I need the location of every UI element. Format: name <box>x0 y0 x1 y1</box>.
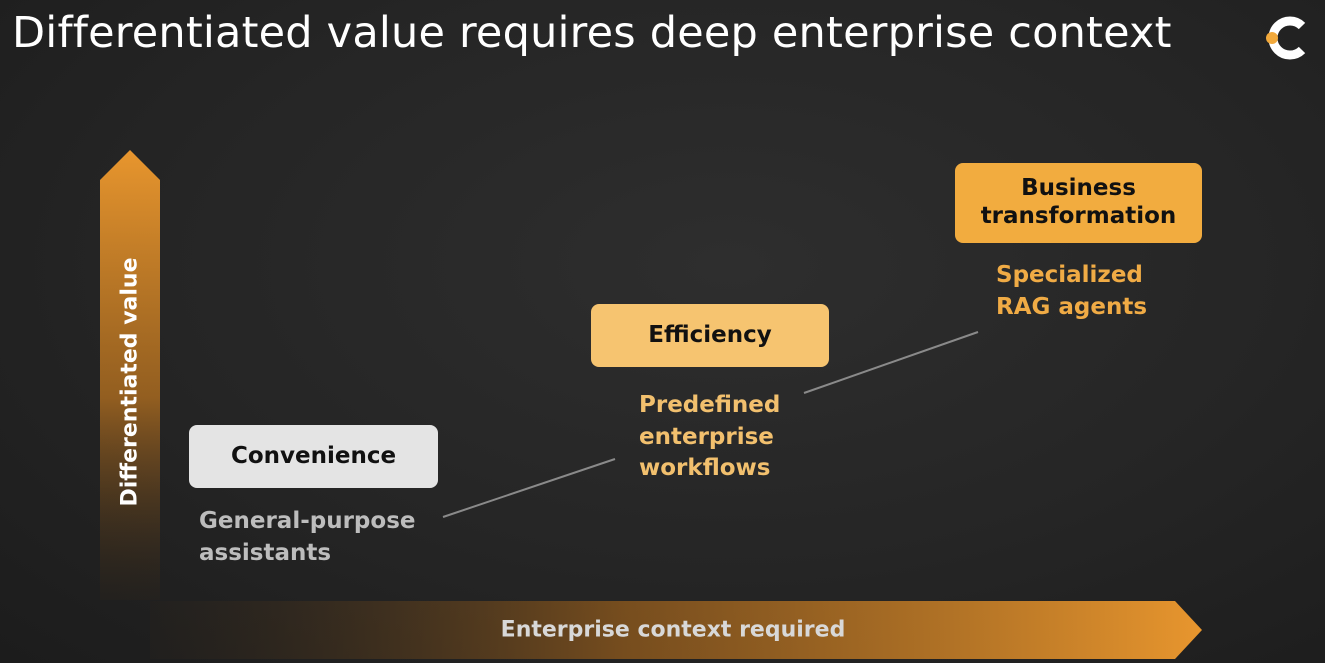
stage-box-efficiency: Efficiency <box>591 304 829 367</box>
x-axis-arrow <box>150 601 1202 659</box>
y-axis-arrow <box>100 150 160 600</box>
stage-box-business-transformation: Business transformation <box>955 163 1202 243</box>
stage-description-convenience: General-purpose assistants <box>199 508 416 566</box>
connector-convenience-efficiency <box>442 458 616 518</box>
x-axis-label: Enterprise context required <box>500 617 846 643</box>
stage-box-convenience: Convenience <box>189 425 438 488</box>
y-axis-label: Differentiated value <box>117 257 143 507</box>
slide-title: Differentiated value requires deep enter… <box>12 8 1172 58</box>
stage-description-efficiency: Predefined enterprise workflows <box>639 392 781 482</box>
brand-logo-icon <box>1266 16 1306 60</box>
stage-description-business-transformation: Specialized RAG agents <box>996 262 1148 320</box>
connector-efficiency-transformation <box>803 331 979 394</box>
